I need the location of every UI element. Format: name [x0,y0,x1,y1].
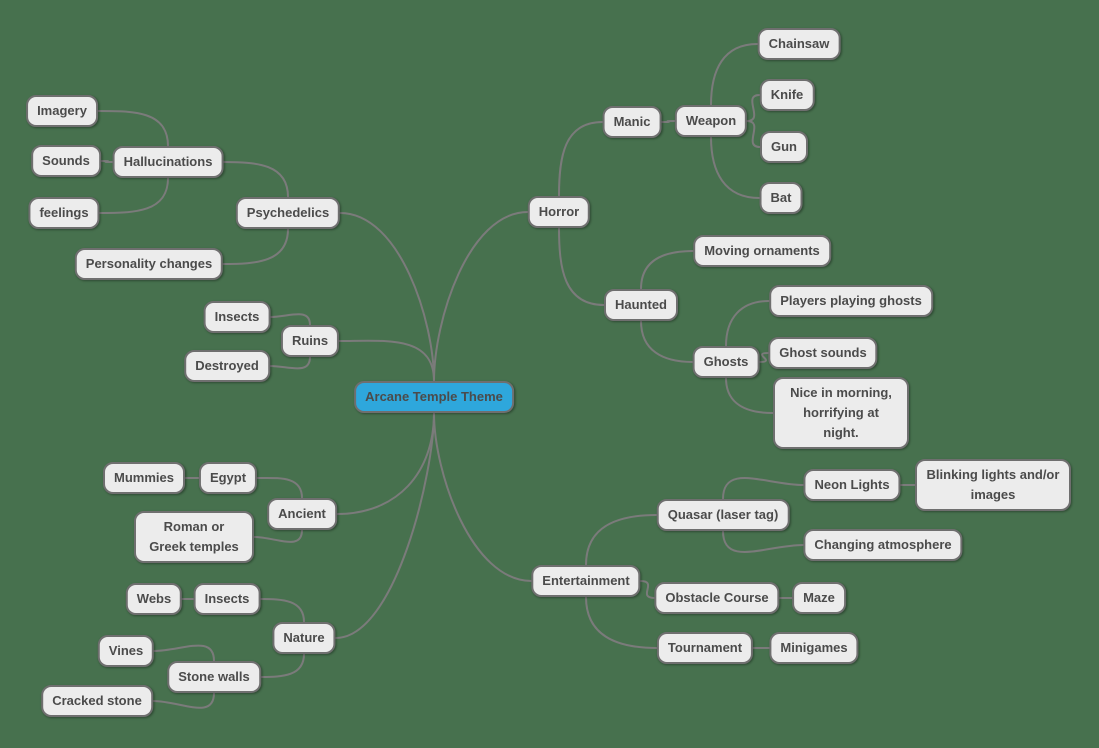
node-hallucinations[interactable]: Hallucinations [112,146,224,178]
node-sounds[interactable]: Sounds [31,145,101,177]
edge-psychedelics-personality [222,228,289,265]
edge-ancient-roman [253,529,303,543]
node-ruins[interactable]: Ruins [280,325,340,357]
node-manic[interactable]: Manic [602,106,662,138]
node-neon[interactable]: Neon Lights [803,469,901,501]
edge-psychedelics-hallucinations [222,161,289,198]
edge-arcane-ancient [336,412,435,515]
edge-haunted-movingorn [640,250,694,290]
node-imagery[interactable]: Imagery [26,95,98,127]
node-weapon[interactable]: Weapon [674,105,748,137]
node-minigames[interactable]: Minigames [769,632,859,664]
edge-ancient-egypt [256,476,303,499]
edge-manic-weapon [660,120,676,123]
edge-weapon-chainsaw [710,43,759,106]
node-cracked[interactable]: Cracked stone [41,685,153,717]
edge-arcane-nature [334,412,435,639]
node-webs[interactable]: Webs [125,583,183,615]
node-nature[interactable]: Nature [272,622,336,654]
edge-arcane-horror [433,211,529,382]
node-haunted[interactable]: Haunted [604,289,678,321]
node-movingorn[interactable]: Moving ornaments [693,235,831,267]
edge-nature-insects2 [259,598,305,623]
node-gun[interactable]: Gun [760,131,808,163]
edge-weapon-knife [746,94,761,122]
node-mummies[interactable]: Mummies [103,462,185,494]
edge-hallucinations-imagery [97,109,169,147]
edge-weapon-gun [746,120,761,148]
edge-ghosts-players [725,300,770,347]
node-obstacle[interactable]: Obstacle Course [654,582,780,614]
node-psychedelics[interactable]: Psychedelics [235,197,341,229]
node-feelings[interactable]: feelings [28,197,100,229]
edge-entertainment-quasar [585,514,658,566]
edge-hallucinations-sounds [100,160,114,163]
edge-ghosts-nice [725,377,774,414]
node-destroyed[interactable]: Destroyed [184,350,270,382]
node-maze[interactable]: Maze [792,582,846,614]
edge-haunted-ghosts [640,320,694,363]
node-personality[interactable]: Personality changes [74,248,224,280]
node-knife[interactable]: Knife [759,79,815,111]
edge-horror-manic [558,121,604,197]
node-stonewalls[interactable]: Stone walls [167,661,261,693]
edge-hallucinations-feelings [98,177,169,214]
edge-ruins-insects1 [269,313,311,326]
root-node-arcane[interactable]: Arcane Temple Theme [354,381,514,413]
edge-stonewalls-cracked [152,692,215,709]
edge-quasar-neon [722,477,805,500]
node-quasar[interactable]: Quasar (laser tag) [656,499,790,531]
edge-weapon-bat [710,136,761,199]
node-ghostsounds[interactable]: Ghost sounds [768,337,878,369]
node-bat[interactable]: Bat [759,182,803,214]
node-ancient[interactable]: Ancient [267,498,337,530]
node-ghosts[interactable]: Ghosts [692,346,760,378]
node-tournament[interactable]: Tournament [656,632,754,664]
node-changing[interactable]: Changing atmosphere [803,529,963,561]
node-entertainment[interactable]: Entertainment [531,565,641,597]
node-blinking[interactable]: Blinking lights and/or images [915,459,1071,511]
node-chainsaw[interactable]: Chainsaw [757,28,841,60]
node-horror[interactable]: Horror [527,196,591,228]
edge-entertainment-obstacle [639,580,656,599]
edge-quasar-changing [722,530,805,553]
node-roman[interactable]: Roman or Greek temples [134,511,254,563]
node-nice[interactable]: Nice in morning, horrifying at night. [773,377,909,449]
edge-arcane-ruins [338,339,435,382]
edge-nature-stonewalls [260,653,305,678]
node-insects2[interactable]: Insects [193,583,261,615]
edge-entertainment-tournament [585,596,658,649]
edge-ghosts-ghostsounds [758,352,770,363]
node-players[interactable]: Players playing ghosts [769,285,933,317]
edge-arcane-entertainment [433,412,533,582]
node-vines[interactable]: Vines [97,635,155,667]
edge-stonewalls-vines [153,644,215,662]
edge-horror-haunted [558,227,605,306]
node-insects1[interactable]: Insects [203,301,271,333]
edge-ruins-destroyed [269,356,311,370]
node-egypt[interactable]: Egypt [198,462,258,494]
edge-arcane-psychedelics [339,212,435,382]
